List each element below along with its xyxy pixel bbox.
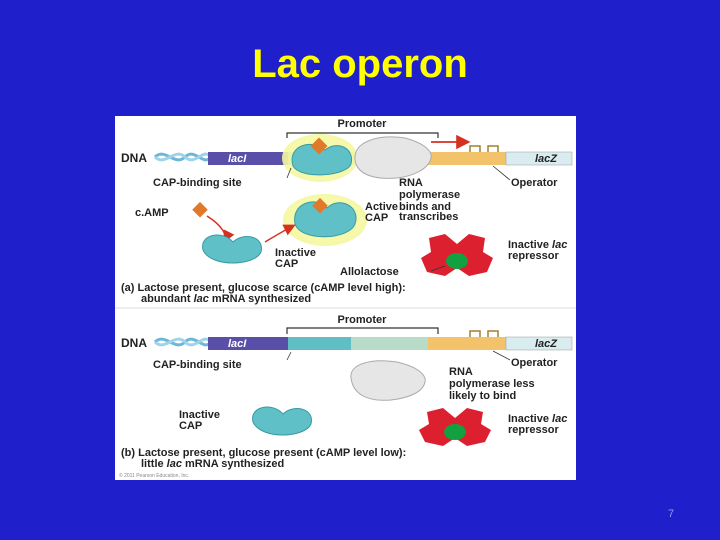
- promoter-label-b: Promoter: [338, 314, 388, 326]
- inactive-cap-b-label-1: Inactive: [179, 409, 220, 421]
- inactive-cap-b-label-2: CAP: [179, 420, 202, 432]
- lac-operon-figure: Promoter DNA lacI lacZ: [115, 116, 576, 480]
- operator-notch-b-2: [487, 330, 499, 337]
- lacz-label: lacZ: [535, 153, 558, 165]
- operator-segment: [428, 152, 506, 165]
- caption-b-line-1: (b) Lactose present, glucose present (cA…: [121, 447, 406, 459]
- rna-pol-b-label-1: RNA: [449, 366, 473, 378]
- rna-pol-label-4: transcribes: [399, 211, 458, 223]
- inactive-repressor-b: [419, 408, 491, 446]
- dna-label-b: DNA: [121, 336, 147, 350]
- active-cap-label-2: CAP: [365, 212, 388, 224]
- panel-a: Promoter DNA lacI lacZ: [121, 118, 573, 305]
- laci-gene-b: [208, 337, 288, 350]
- cap-site-pointer-b: [286, 351, 292, 361]
- inactive-cap-label-1: Inactive: [275, 247, 316, 259]
- repressor-label-a: Inactive lac: [508, 239, 567, 251]
- repressor-label-a-2: repressor: [508, 250, 559, 262]
- lacz-label-b: lacZ: [535, 338, 558, 350]
- rna-polymerase-free: [350, 360, 426, 401]
- slide-number: 7: [668, 508, 675, 520]
- dna-helix: [153, 152, 213, 162]
- panel-b: Promoter DNA lacI lacZ CAP-binding site …: [119, 314, 573, 479]
- operator-notch-2: [487, 145, 499, 152]
- inactive-cap-label-2: CAP: [275, 258, 298, 270]
- lacz-gene: [505, 151, 573, 166]
- operator-pointer-b: [492, 350, 511, 361]
- active-cap-protein: [294, 201, 357, 238]
- operator-segment-b: [428, 337, 506, 350]
- laci-label-b: lacI: [228, 338, 247, 350]
- active-cap-label-1: Active: [365, 201, 398, 213]
- caption-a-line-2: abundant lac mRNA synthesized: [141, 293, 311, 305]
- cap-site-segment-b: [288, 337, 351, 350]
- lacz-gene-b: [505, 336, 573, 351]
- allolactose-molecule-a: [446, 253, 468, 269]
- dna-helix-b: [153, 337, 213, 347]
- promoter-bracket-b: [286, 327, 439, 334]
- promoter-label: Promoter: [338, 118, 388, 130]
- camp-label: c.AMP: [135, 207, 169, 219]
- rna-pol-b-label-2: polymerase less: [449, 378, 535, 390]
- operator-notch-1: [469, 145, 481, 152]
- operator-label-b: Operator: [511, 357, 558, 369]
- caption-a-line-1: (a) Lactose present, glucose scarce (cAM…: [121, 282, 406, 294]
- laci-gene: [208, 152, 288, 165]
- dna-label: DNA: [121, 151, 147, 165]
- promoter-segment-b: [351, 337, 428, 350]
- rna-pol-label-3: binds and: [399, 201, 451, 213]
- inactive-cap-protein-b: [252, 406, 312, 436]
- caption-b-line-2: little lac mRNA synthesized: [141, 458, 284, 470]
- cap-binding-site-label-b: CAP-binding site: [153, 359, 242, 371]
- rna-pol-label-2: polymerase: [399, 189, 460, 201]
- promoter-bracket: [286, 132, 439, 138]
- slide-title: Lac operon: [252, 42, 468, 86]
- repressor-label-b: Inactive lac: [508, 413, 567, 425]
- copyright-text: © 2011 Pearson Education, Inc.: [119, 472, 189, 479]
- laci-label: lacI: [228, 153, 247, 165]
- free-camp-diamond: [192, 201, 208, 218]
- lac-operon-diagram: Promoter DNA lacI lacZ: [115, 118, 576, 479]
- repressor-label-b-2: repressor: [508, 424, 559, 436]
- operator-label: Operator: [511, 177, 558, 189]
- operator-notch-b-1: [469, 330, 481, 337]
- allolactose-pointer: [430, 265, 446, 272]
- bound-cap-protein: [291, 143, 353, 176]
- operator-pointer: [492, 165, 511, 181]
- cap-binding-site-label: CAP-binding site: [153, 177, 242, 189]
- allolactose-label: Allolactose: [340, 266, 399, 278]
- cap-site-pointer: [286, 167, 292, 179]
- allolactose-molecule-b: [444, 424, 466, 440]
- cap-activation-arrow: [264, 224, 296, 243]
- inactive-cap-protein: [202, 234, 262, 264]
- inactive-repressor-a: [421, 234, 493, 276]
- rna-pol-label-1: RNA: [399, 177, 423, 189]
- rna-polymerase-bound: [354, 136, 432, 179]
- rna-pol-b-label-3: likely to bind: [449, 390, 516, 402]
